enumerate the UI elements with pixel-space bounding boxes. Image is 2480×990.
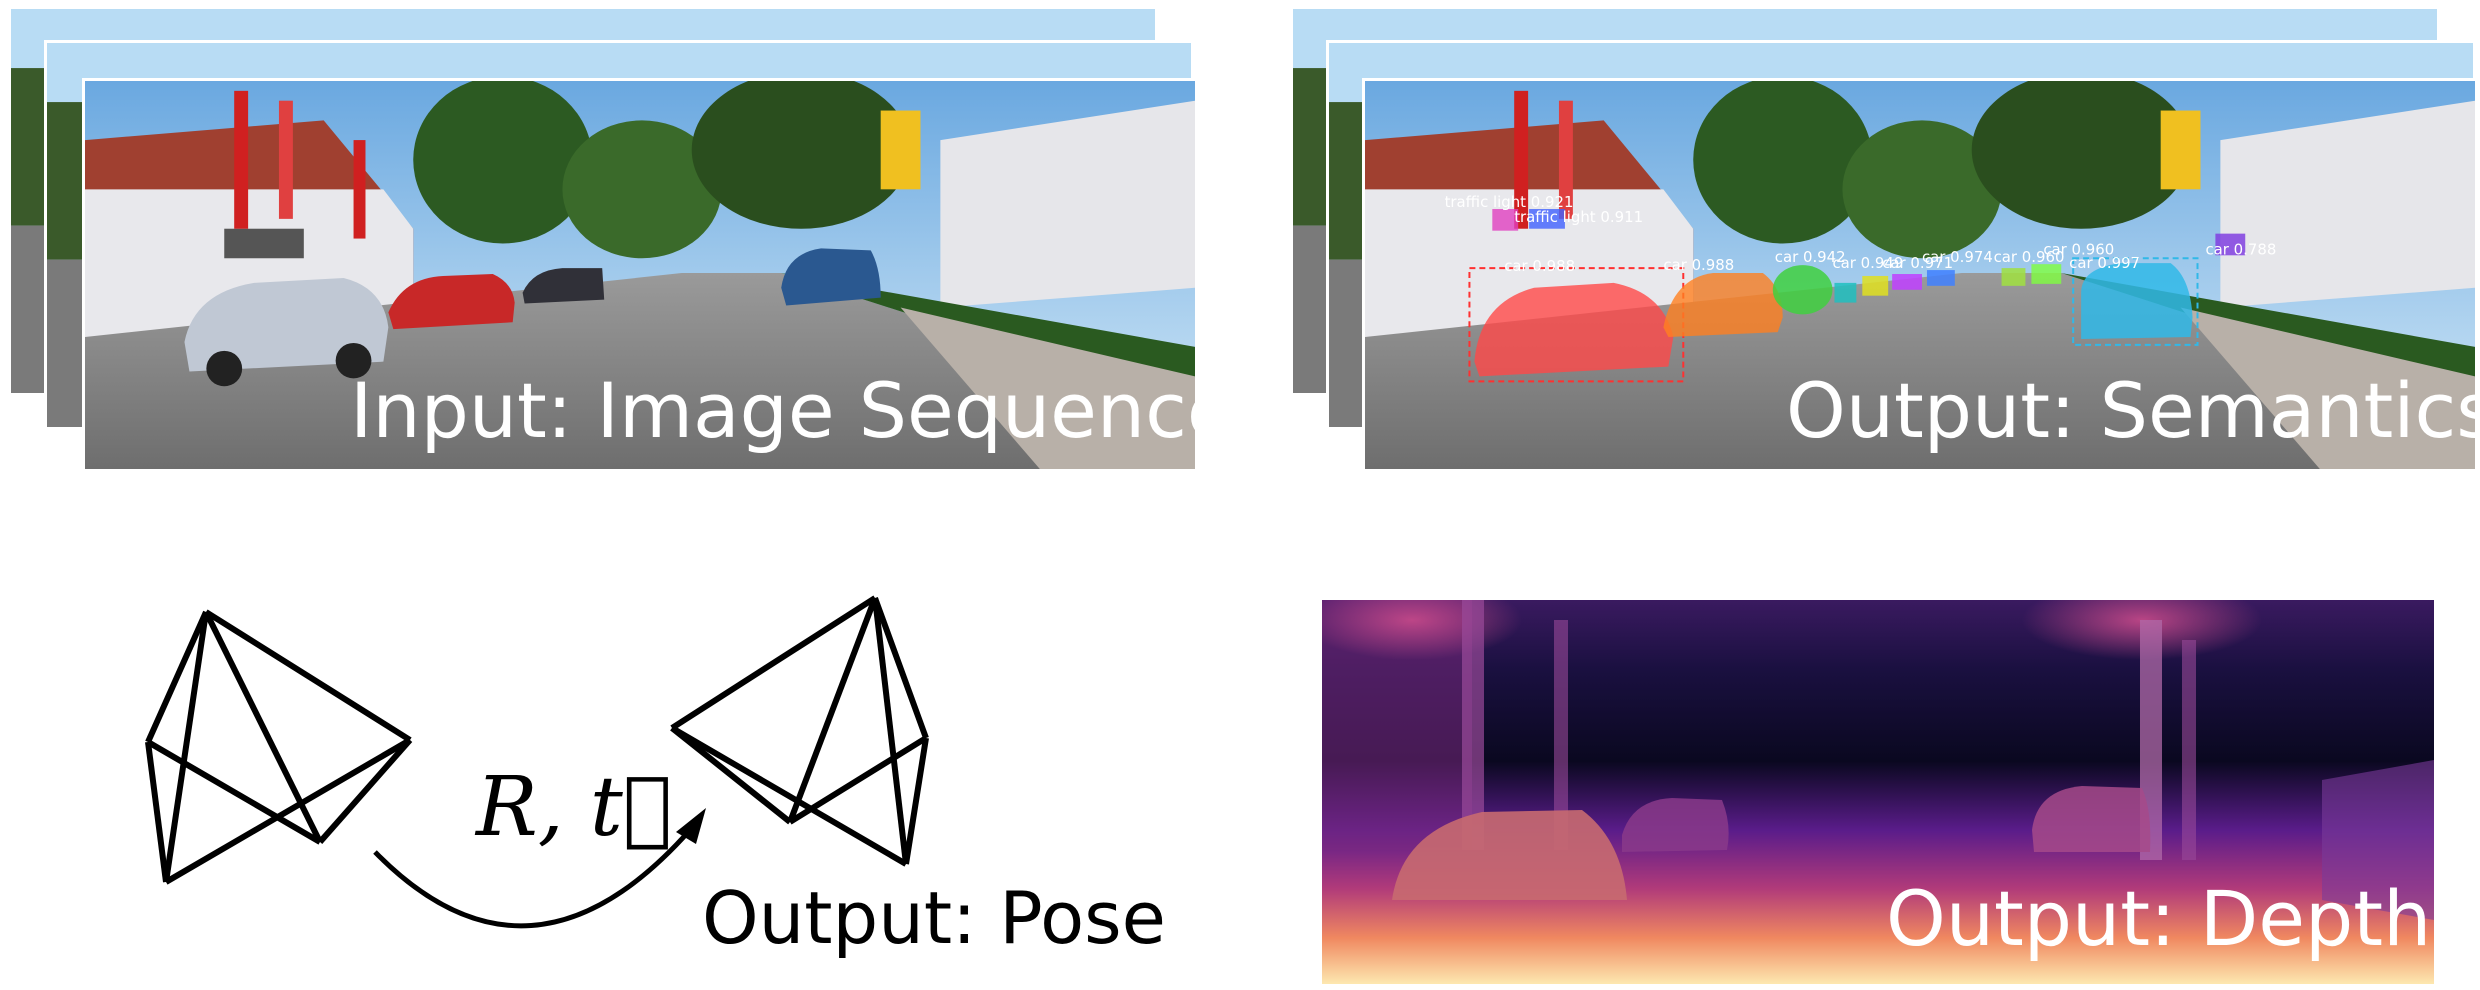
detection-mask [1892,274,1922,290]
pose-caption: Output: Pose [702,876,1166,960]
detection-mask [1862,275,1889,296]
pose-transform-label: R, t⃗ [476,760,673,855]
detection-label: traffic light 0.911 [1514,209,1643,226]
depth-car-silhouette [1622,798,1729,852]
detection-label: car 0.949 [1832,255,1903,272]
input-caption: Input: Image Sequence [350,366,1234,455]
pose-diagram [145,595,929,929]
segmented-scene-image: traffic light 0.921 traffic light 0.911 … [1365,81,2475,469]
detection-mask [2001,268,2026,286]
detection-overlays [1468,209,2246,383]
depth-car-silhouette [1392,810,1627,900]
detection-label: car 0.788 [2205,241,2276,258]
semantics-frame-front: traffic light 0.921 traffic light 0.911 … [1362,78,2478,472]
detection-mask [2215,233,2246,256]
semantics-caption: Output: Semantics [1786,366,2480,455]
detection-mask [1834,282,1857,303]
detection-mask [1492,209,1519,231]
detection-mask [1529,209,1565,229]
detection-label: car 0.960 [2043,241,2114,258]
detection-mask [1926,270,1955,286]
depth-car-silhouette [2032,786,2151,852]
detection-label: car 0.988 [1663,257,1734,274]
detection-mask [2031,264,2062,284]
detection-mask [1772,265,1833,315]
pose-transform-arrow [373,828,692,929]
detection-box [2072,257,2199,346]
input-frame-front [82,78,1198,472]
camera-frustum-left [145,609,413,885]
arrowhead-icon [676,808,706,844]
detection-labels: traffic light 0.921 traffic light 0.911 … [1445,194,2277,275]
detection-label: car 0.974 [1922,249,1993,266]
detection-label: car 0.988 [1504,258,1575,275]
camera-frustum-right [670,595,929,867]
depth-map-image [1322,600,2434,984]
depth-caption: Output: Depth [1886,874,2432,963]
detection-label: traffic light 0.921 [1445,194,1574,211]
detection-mask [1474,282,1674,377]
depth-panel: Output: Depth [1322,600,2434,984]
street-scene-image [85,81,1195,469]
detection-label: car 0.997 [2069,255,2140,272]
detection-mask [1663,273,1783,338]
detection-label: car 0.971 [1882,255,1953,272]
detection-label: car 0.942 [1775,249,1846,266]
detection-mask [2081,263,2193,340]
detection-label: car 0.960 [1994,249,2065,266]
